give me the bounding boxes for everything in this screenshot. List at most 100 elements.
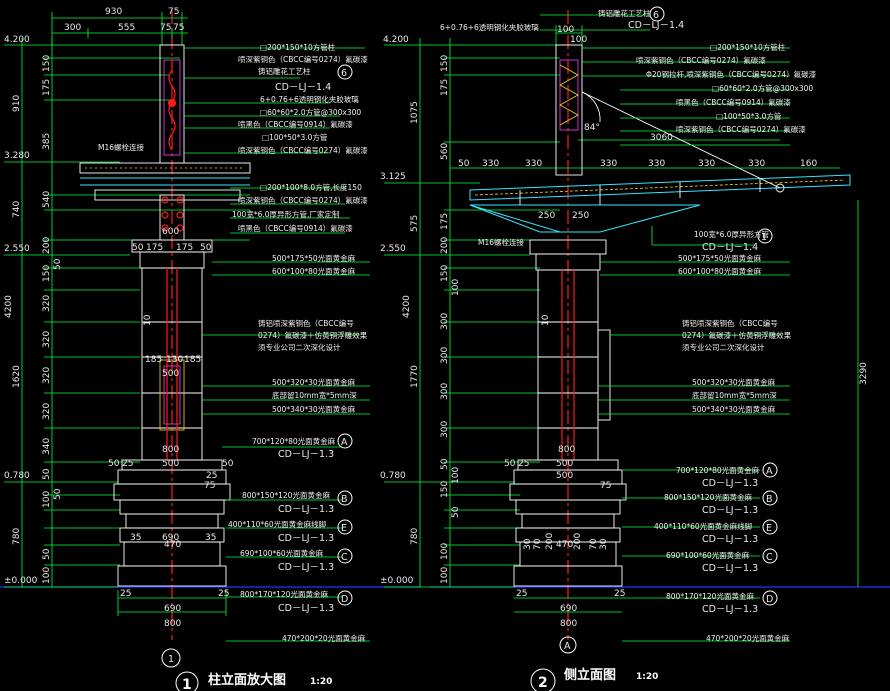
r-note-6: 喷深紫铜色（CBCC编号0274）氟碳漆	[676, 124, 806, 134]
r-note-21: 400*110*60光面黄金麻线脚	[654, 521, 752, 531]
rvdim-in-1: 175	[440, 79, 450, 96]
top-dimension-lines	[51, 12, 188, 45]
view-number-circle	[161, 648, 181, 668]
note-19: 底部留10mm宽*5mm深	[272, 390, 357, 400]
note-6: 喷黑色（CBCC编号0914）氟碳漆	[238, 119, 353, 129]
vdim-4200: 4200	[4, 295, 14, 318]
r-note-3: □60*60*2.0方管@300x300	[712, 83, 813, 93]
rvdim-in-11: 50	[440, 458, 450, 470]
mdim-690b: 690	[164, 604, 181, 614]
vdim-in-15: 50	[42, 548, 52, 560]
callout-a: A	[341, 437, 348, 448]
mdim-500a: 500	[162, 369, 179, 379]
r-note-18: CD－LJ－1.3	[702, 478, 758, 489]
note-8: 喷深紫铜色（CBCC编号0274）氟碳漆	[238, 145, 368, 155]
view-number-small: 1	[168, 654, 174, 665]
callout-circles-right	[530, 6, 778, 691]
note-20: 500*340*30光面黄金麻	[272, 404, 356, 414]
carved-column-top-right	[555, 44, 583, 176]
r-note-15: 底部留10mm宽*5mm深	[692, 390, 777, 400]
rmdim-200b: 200	[573, 533, 583, 550]
rvdim-in-2: 560	[440, 143, 450, 160]
vdim-in-5: 150	[42, 265, 52, 282]
dim-75a: 75	[160, 23, 171, 33]
r-note-9: 500*175*50光面黄金麻	[678, 253, 762, 263]
rvdim-in-13: 150	[440, 481, 450, 498]
rmdim-330d: 330	[648, 159, 665, 169]
bottom-dimension-lines	[117, 590, 227, 616]
rvdim-in-9: 300	[440, 383, 450, 400]
mdim-75: 75	[204, 481, 215, 491]
note-10: 喷深紫铜色（CBCC编号0274）氟碳漆	[238, 195, 368, 205]
rmdim-70b: 70	[589, 538, 599, 550]
r-level-2550: 2.550	[380, 244, 406, 254]
rvdim-in-6: 100	[451, 279, 461, 296]
rmdim-160: 160	[800, 159, 817, 169]
rmdim-75: 75	[600, 481, 611, 491]
title-number-circle-right	[530, 668, 556, 691]
rmdim-330e: 330	[698, 159, 715, 169]
dim-75: 75	[168, 7, 179, 17]
small-ref-6: 6	[341, 68, 347, 79]
vdim-in-4: 200	[42, 237, 52, 254]
mdim-25c: 25	[120, 589, 131, 599]
mdim-35a: 35	[130, 533, 141, 543]
rmdim-500a: 500	[556, 459, 573, 469]
r-note-23: 690*100*60光面黄金麻	[666, 550, 750, 560]
r-note-27: 470*200*20光面黄金麻	[706, 633, 790, 643]
vdim-in-1: 175	[42, 79, 52, 96]
vdim-in-2: 385	[42, 133, 52, 150]
r-note-14: 500*320*30光面黄金麻	[692, 377, 776, 387]
vdim-in-16: 100	[42, 567, 52, 584]
mdim-10: 10	[143, 314, 153, 326]
note-4: 6+0.76+6透明钢化夹胶玻璃	[260, 94, 359, 104]
rvdim-in-15: 100	[440, 543, 450, 560]
leader-lines-right	[540, 14, 790, 642]
rmdim-330c: 330	[600, 159, 617, 169]
note-25: 400*110*60光面黄金麻线脚	[228, 519, 326, 529]
rmdim-470: 470	[556, 540, 573, 550]
r-note-19: 800*150*120光面黄金麻	[664, 492, 752, 502]
rvdim-780: 780	[410, 528, 420, 545]
r-callout-a: A	[766, 466, 773, 477]
vdim-in-3: 540	[42, 191, 52, 208]
axis-circle	[559, 636, 577, 654]
rmdim-84: 84°	[584, 123, 600, 133]
mdim-500b: 500	[162, 459, 179, 469]
dim-300: 300	[64, 23, 81, 33]
right-elevation-view	[384, 6, 890, 691]
rmdim-50b: 50	[504, 459, 516, 469]
r-note-2: Φ20钢拉杆,喷深紫铜色（CBCC编号0274）氟碳漆	[646, 69, 817, 79]
top-note-ref: CD－LJ－1.4	[628, 20, 684, 31]
r-note-12: 0274）氟碳漆＋仿黄铜浮雕效果	[682, 330, 792, 340]
vdim-in-7: 320	[42, 295, 52, 312]
r-view-scale: 1:20	[636, 672, 658, 682]
r-note-1: 喷深紫铜色（CBCC编号0274）氟碳漆	[636, 55, 766, 65]
note-3: CD－LJ－1.4	[275, 82, 331, 93]
note-5: □60*60*2.0方管@300x300	[260, 107, 361, 117]
canopy-right	[469, 91, 851, 233]
mdim-50d: 50	[222, 459, 234, 469]
rmdim-800a: 800	[558, 445, 575, 455]
vdim-in-10: 320	[42, 403, 52, 420]
rvdim-in-8: 300	[440, 347, 450, 364]
note-28: CD－LJ－1.3	[278, 562, 334, 573]
note-9: □200*100*8.0方管,长度150	[260, 182, 362, 192]
rvdim-in-14: 50	[451, 506, 461, 518]
r-level-4200: 4.200	[383, 35, 409, 45]
right-text: 6+0.76+6透明钢化夹胶玻璃 铸铝雕花工艺柱 CD－LJ－1.4 6 1 1…	[380, 8, 869, 691]
callout-d: D	[341, 594, 348, 605]
mdim-185a: 185	[145, 355, 162, 365]
note-17: 须专业公司二次深化设计	[258, 342, 341, 352]
vdim-in-11: 340	[42, 438, 52, 455]
mdim-35b: 35	[205, 533, 216, 543]
rmdim-30a: 30	[523, 538, 533, 550]
rmdim-30b: 30	[599, 538, 609, 550]
rmdim-500b: 500	[556, 471, 573, 481]
r-level-0000: ±0.000	[380, 576, 414, 586]
r-view-title: 侧立面图	[564, 667, 616, 683]
rvdim-in-4: 200	[440, 237, 450, 254]
rmdim-3060: 3060	[650, 133, 673, 143]
small-ref-6-right: 6	[653, 10, 659, 21]
